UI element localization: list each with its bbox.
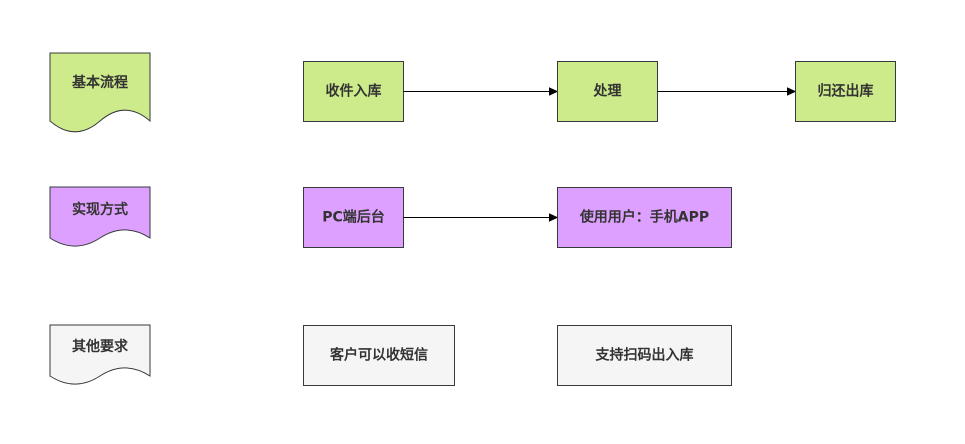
req-scan-code: 支持扫码出入库	[557, 325, 732, 386]
step-mobile-app: 使用用户：手机APP	[557, 187, 732, 248]
step-box-mobile-app	[557, 187, 732, 248]
doc-implementation: 实现方式	[49, 186, 151, 247]
step-process: 处理	[557, 61, 658, 122]
step-label-receive-storage: 收件入库	[326, 83, 382, 100]
doc-label-implementation: 实现方式	[72, 201, 128, 218]
arrowhead-backend-to-app	[549, 213, 559, 222]
req-label-sms-notification: 客户可以收短信	[329, 347, 428, 364]
doc-shape-other-requirements	[49, 324, 151, 385]
step-return-outbound: 归还出库	[795, 61, 896, 122]
step-pc-backend: PC端后台	[303, 187, 404, 248]
row-other-requirements: 其他要求 客户可以收短信 支持扫码出入库	[49, 324, 732, 386]
step-box-receive-storage	[303, 61, 404, 122]
doc-basic-flow: 基本流程	[49, 52, 151, 133]
step-box-return-outbound	[795, 61, 896, 122]
step-label-process: 处理	[593, 83, 622, 100]
step-label-mobile-app: 使用用户：手机APP	[579, 209, 709, 226]
doc-shape-implementation	[49, 186, 151, 247]
step-label-return-outbound: 归还出库	[818, 83, 874, 100]
arrow-backend-to-app	[403, 213, 559, 222]
step-box-process	[557, 61, 658, 122]
doc-shape-basic-flow	[49, 52, 151, 133]
req-label-scan-code: 支持扫码出入库	[595, 347, 694, 364]
req-box-scan-code	[557, 325, 732, 386]
doc-other-requirements: 其他要求	[49, 324, 151, 385]
arrow-process-to-return	[657, 87, 797, 96]
doc-label-basic-flow: 基本流程	[72, 74, 128, 91]
arrowhead-receive-to-process	[549, 87, 559, 96]
row-implementation: 实现方式 PC端后台 使用用户：手机APP	[49, 186, 732, 248]
row-basic-flow: 基本流程 收件入库 处理 归还出库	[49, 52, 896, 133]
step-label-pc-backend: PC端后台	[322, 209, 385, 226]
doc-label-other-requirements: 其他要求	[72, 338, 129, 355]
arrowhead-process-to-return	[787, 87, 797, 96]
req-sms-notification: 客户可以收短信	[303, 325, 455, 386]
step-receive-storage: 收件入库	[303, 61, 404, 122]
step-box-pc-backend	[303, 187, 404, 248]
req-box-sms-notification	[303, 325, 455, 386]
arrow-receive-to-process	[403, 87, 559, 96]
